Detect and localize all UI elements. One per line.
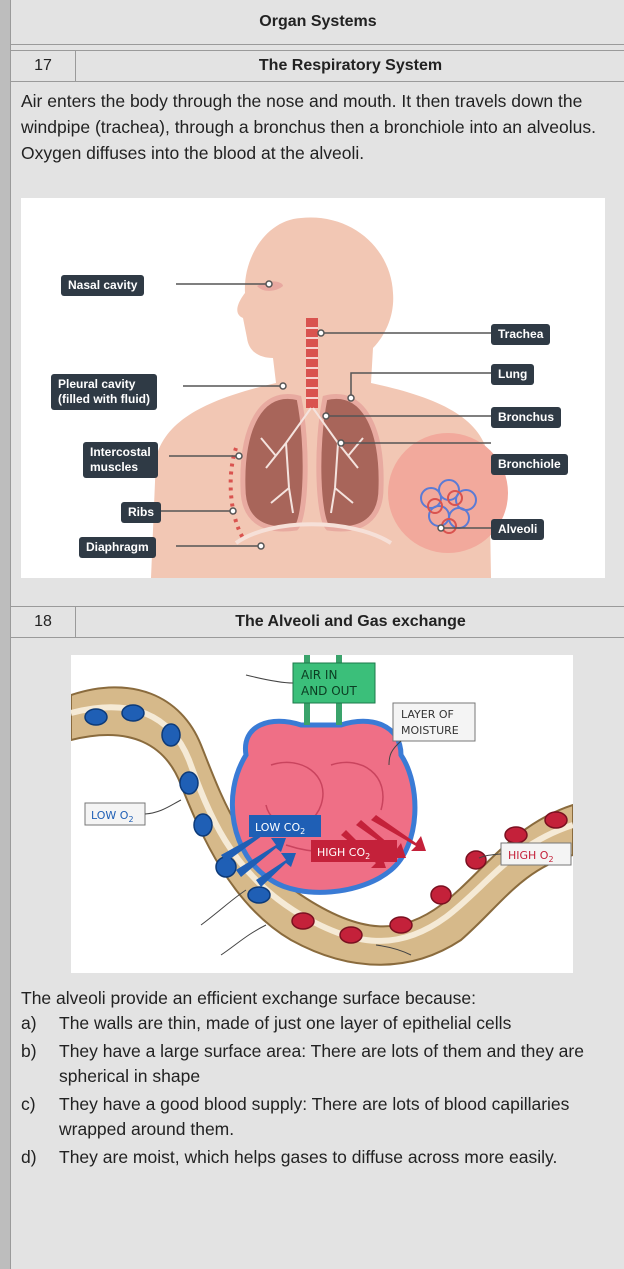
section-17-header: 17 The Respiratory System	[11, 50, 624, 82]
exchange-surface-list: a)The walls are thin, made of just one l…	[21, 1011, 624, 1173]
list-item: d)They are moist, which helps gases to d…	[21, 1145, 624, 1170]
worksheet: Organ Systems 17 The Respiratory System …	[10, 0, 624, 1269]
label-bronchiole: Bronchiole	[491, 454, 568, 475]
list-item: a)The walls are thin, made of just one l…	[21, 1011, 624, 1036]
label-nasal-cavity: Nasal cavity	[61, 275, 144, 296]
low-o2-label: LOW O2	[91, 809, 134, 824]
alveoli-intro: The alveoli provide an efficient exchang…	[21, 985, 621, 1011]
label-trachea: Trachea	[491, 324, 550, 345]
list-item: b)They have a large surface area: There …	[21, 1039, 624, 1089]
low-co2-label: LOW CO2	[255, 821, 305, 836]
air-label-line1: AIR IN	[301, 668, 337, 682]
gas-exchange-diagram: AIR IN AND OUT LAYER OF MOISTURE LOW O2 …	[71, 655, 573, 973]
section-number: 17	[11, 51, 76, 81]
gas-exchange-illustration: AIR IN AND OUT LAYER OF MOISTURE LOW O2 …	[71, 655, 573, 973]
air-label-line2: AND OUT	[301, 684, 357, 698]
high-co2-label: HIGH CO2	[317, 846, 370, 861]
page-margin-strip	[0, 0, 10, 1269]
label-ribs: Ribs	[121, 502, 161, 523]
section-title: The Alveoli and Gas exchange	[76, 607, 624, 637]
label-alveoli: Alveoli	[491, 519, 544, 540]
section-number: 18	[11, 607, 76, 637]
section-18-header: 18 The Alveoli and Gas exchange	[11, 606, 624, 638]
trachea-shape	[306, 318, 318, 408]
list-item: c)They have a good blood supply: There a…	[21, 1092, 624, 1142]
respiratory-system-diagram: Nasal cavity Pleural cavity (filled with…	[21, 198, 605, 578]
alveolus	[232, 721, 415, 892]
label-bronchus: Bronchus	[491, 407, 561, 428]
moisture-label-line1: LAYER OF	[401, 708, 454, 721]
section-title: The Respiratory System	[76, 51, 624, 81]
label-intercostal-muscles: Intercostal muscles	[83, 442, 158, 478]
label-diaphragm: Diaphragm	[79, 537, 156, 558]
respiratory-paragraph: Air enters the body through the nose and…	[21, 88, 621, 166]
label-pleural-cavity: Pleural cavity (filled with fluid)	[51, 374, 157, 410]
moisture-label-line2: MOISTURE	[401, 724, 459, 737]
label-lung: Lung	[491, 364, 534, 385]
high-o2-label: HIGH O2	[508, 849, 554, 864]
page-title: Organ Systems	[11, 0, 624, 45]
alveoli-zoom	[388, 433, 508, 553]
